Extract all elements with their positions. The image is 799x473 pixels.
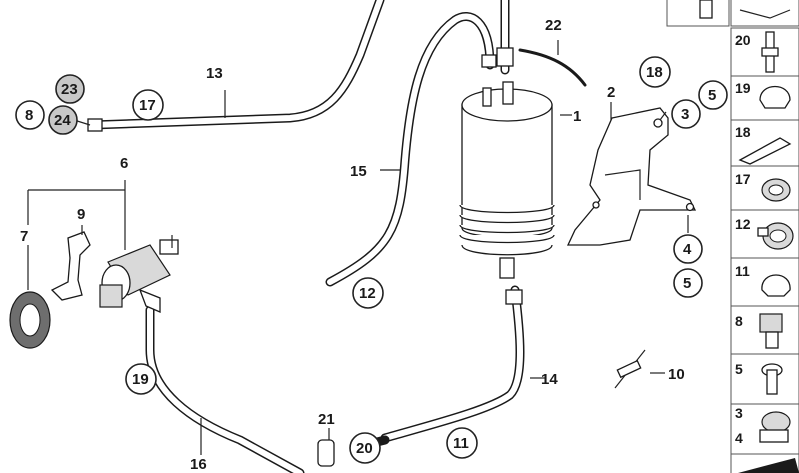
callout-8: 8: [25, 107, 33, 124]
canister: [459, 81, 555, 279]
hose-16-inner: [147, 307, 303, 473]
hose-14-inner: [382, 287, 523, 441]
callout-5a: 5: [708, 87, 716, 104]
callout-4-ring: [673, 234, 703, 264]
callout-19: 19: [132, 371, 149, 388]
part-22: [518, 48, 587, 87]
callout-4: 4: [683, 241, 692, 258]
callout-15: 15: [350, 163, 367, 180]
legend-label-4: 4: [735, 430, 743, 446]
callout-24-ring: [48, 105, 78, 135]
sheet-corner-icon: [738, 458, 799, 473]
hose-piece-21: [317, 439, 335, 467]
legend-label-8: 8: [735, 313, 743, 329]
hose-clamp-icon-12: [757, 222, 794, 250]
callout-24: 24: [54, 112, 71, 129]
callout-18: 18: [646, 64, 663, 81]
legend-label-19: 19: [735, 80, 751, 96]
callout-17-ring: [132, 89, 164, 121]
callout-3: 3: [681, 106, 689, 123]
callout-23-ring: [55, 74, 85, 104]
legend-label-5: 5: [735, 361, 743, 377]
legend-row-3-4: [730, 403, 799, 455]
clamp-nut-icon: [759, 411, 791, 443]
clip-icon: [761, 274, 791, 297]
hose-13-inner: [89, 0, 383, 128]
callout-9: 9: [77, 206, 85, 223]
bracket: [566, 107, 697, 246]
leader-lines: [27, 40, 689, 455]
valve-assembly: [99, 239, 179, 313]
callout-22: 22: [545, 17, 562, 34]
callout-5b-ring: [673, 268, 703, 298]
legend-label-11: 11: [735, 263, 750, 279]
legend-row-5: [730, 353, 799, 405]
legend-label-18: 18: [735, 124, 751, 140]
hose-connector-icon: [761, 31, 779, 73]
hose-clamp-icon: [761, 178, 791, 202]
callout-5a-ring: [698, 80, 728, 110]
callout-12: 12: [359, 285, 376, 302]
callout-21: 21: [318, 411, 335, 428]
callout-7: 7: [20, 228, 28, 245]
bracket-9: [50, 231, 91, 301]
valve-connector-icon: [759, 313, 783, 349]
callout-20-ring: [349, 432, 381, 464]
callout-17: 17: [139, 97, 156, 114]
canister-ribs: [459, 204, 555, 256]
callout-6: 6: [120, 155, 128, 172]
legend-top-cell-1: [666, 0, 730, 27]
callout-10: 10: [668, 366, 685, 383]
legend-label-3: 3: [735, 405, 743, 421]
hose-16: [145, 305, 305, 473]
callout-8-ring: [15, 100, 45, 130]
callout-11: 11: [453, 435, 469, 452]
legend-label-17: 17: [735, 171, 751, 187]
callout-3-ring: [671, 99, 701, 129]
callout-19-ring: [125, 363, 157, 395]
callout-12-ring: [352, 277, 384, 309]
legend-label-12: 12: [735, 216, 751, 232]
hose-15-inner: [327, 13, 493, 285]
callout-23: 23: [61, 81, 78, 98]
callout-14: 14: [541, 371, 558, 388]
cable-tie-icon: [738, 137, 792, 165]
connector-10: [614, 349, 646, 389]
screw-icon: [761, 363, 783, 395]
ring-7: [9, 291, 51, 349]
hose-13-end: [87, 118, 103, 132]
hose-clip-icon: [759, 86, 791, 109]
callout-16: 16: [190, 456, 207, 473]
hose-15-end: [481, 54, 497, 68]
callout-2: 2: [607, 84, 615, 101]
callout-1: 1: [573, 108, 581, 125]
legend-top-cell-2: [730, 0, 799, 27]
callout-13: 13: [206, 65, 223, 82]
callout-11-ring: [446, 427, 478, 459]
legend-top-part-1: [699, 0, 713, 19]
callout-labels: 1 2 3 5 18 4 5 22 13 17 23 8 24 6 9 7 15…: [15, 17, 728, 473]
callout-20: 20: [356, 440, 373, 457]
legend-top-part-2: [739, 9, 791, 19]
callout-18-ring: [639, 56, 671, 88]
legend-table: 20 19 18 17 12 11 8: [666, 0, 799, 473]
hose-14-end: [505, 289, 523, 305]
legend-label-20: 20: [735, 32, 751, 48]
callout-5b: 5: [683, 275, 691, 292]
hose-top-end: [496, 47, 514, 67]
